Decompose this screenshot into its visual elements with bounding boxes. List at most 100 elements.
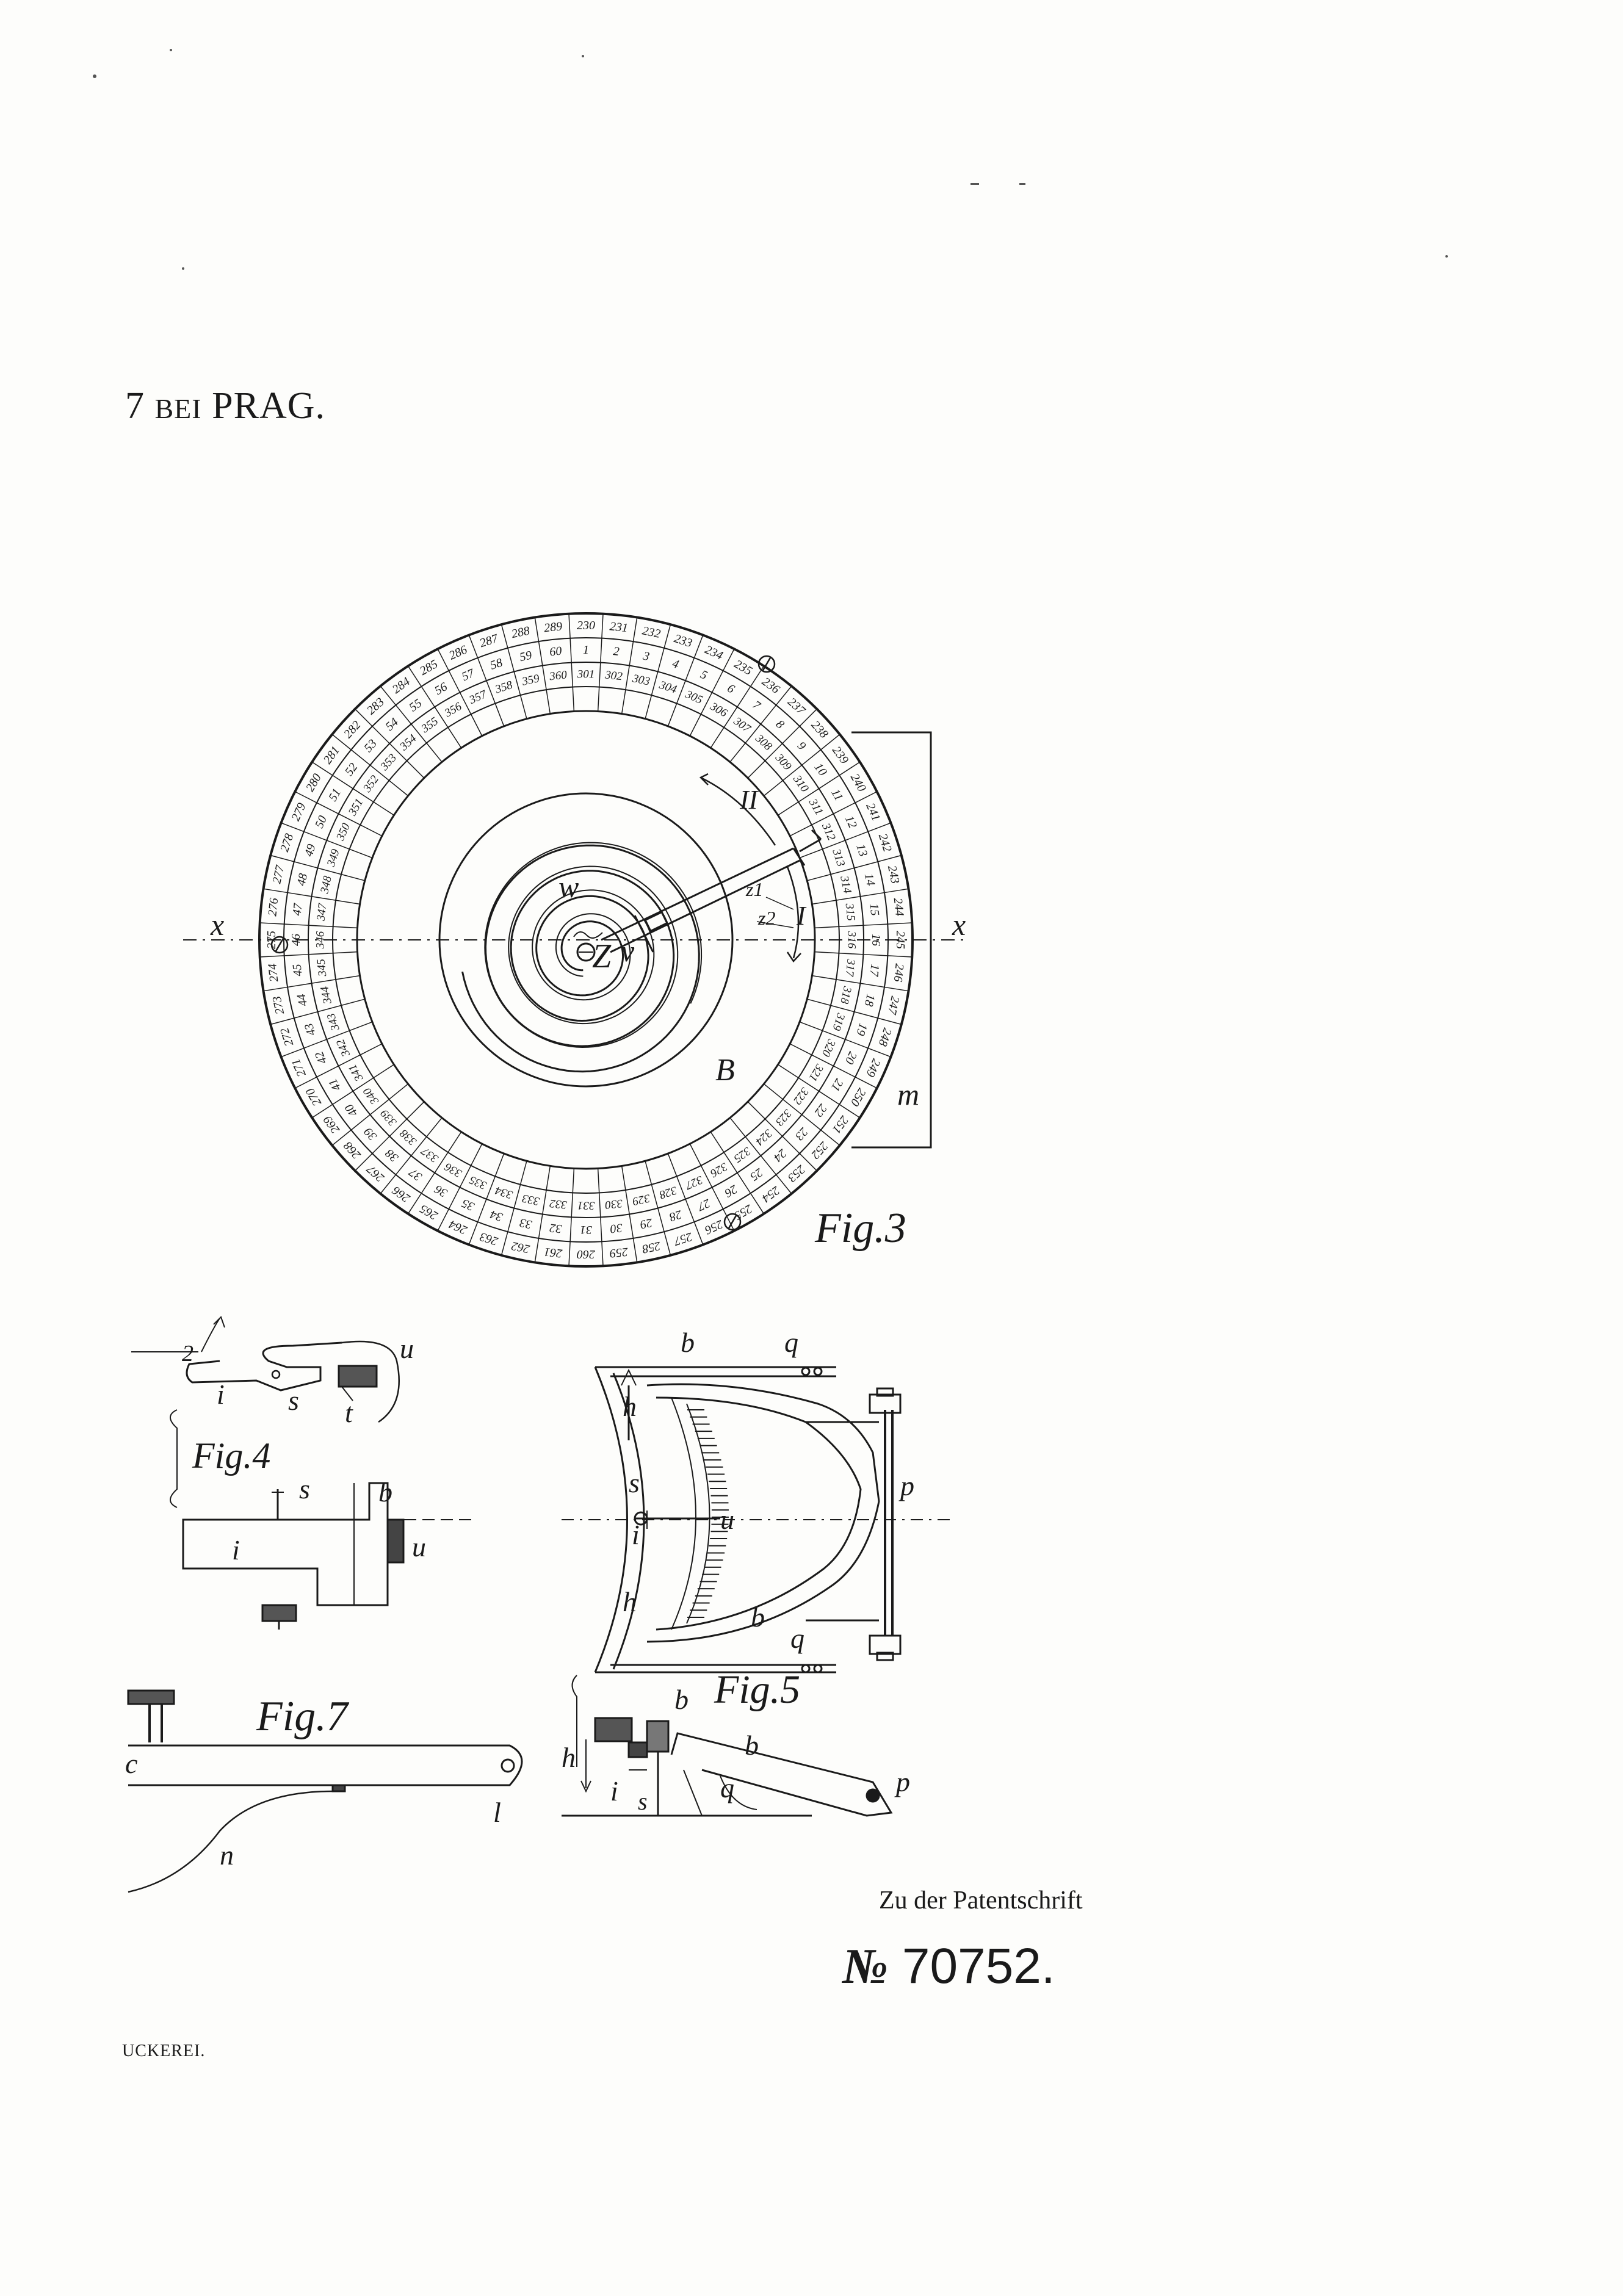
dial-number-inner: 334 (493, 1183, 515, 1201)
dial-outer-rim (258, 612, 914, 1268)
dial-tick (468, 635, 479, 659)
dial-tick (625, 665, 630, 690)
dial-tick (281, 1047, 305, 1058)
dial-number-middle: 32 (549, 1221, 563, 1235)
dial-number-inner: 301 (577, 668, 595, 681)
dial-number-inner: 313 (830, 847, 847, 868)
dial-number-outer: 274 (266, 963, 281, 983)
dial-number-outer: 245 (894, 931, 907, 949)
dial-tick (667, 1153, 678, 1177)
fig3-label-arrow-i: I (796, 901, 807, 931)
dial-tick (807, 998, 831, 1006)
dial-tick (820, 1129, 840, 1146)
dial-tick (546, 1166, 551, 1191)
dial-tick (807, 873, 831, 881)
dial-tick (819, 774, 840, 789)
dial-tick (389, 743, 408, 762)
dial-tick (349, 1021, 373, 1031)
dial-tick (854, 1011, 878, 1019)
dial-tick (459, 1165, 472, 1188)
dial-number-outer: 289 (543, 619, 563, 635)
dial-tick (799, 1021, 823, 1031)
dial-number-middle: 35 (460, 1196, 477, 1214)
dial-tick (311, 761, 333, 776)
dial-number-outer: 246 (891, 963, 906, 983)
figure-7: c l n Fig.7 (125, 1689, 523, 1893)
dial-tick (389, 780, 409, 796)
dial-tick (812, 900, 837, 905)
dial-number-inner: 356 (442, 700, 464, 720)
dial-tick (729, 743, 746, 763)
dial-tick (700, 1165, 713, 1188)
dial-tick (763, 780, 783, 796)
dial-tick (884, 986, 909, 992)
dial-tick (355, 709, 373, 727)
dial-tick (507, 1208, 515, 1232)
dial-tick (855, 1077, 878, 1089)
dial-tick (629, 1214, 634, 1239)
dial-number-middle: 59 (518, 649, 533, 665)
dial-tick (820, 734, 840, 751)
dial-number-middle: 11 (828, 787, 845, 803)
dial-tick (812, 975, 837, 980)
dial-number-middle: 12 (842, 814, 859, 830)
dial-tick (700, 692, 713, 715)
dial-number-outer: 235 (732, 657, 754, 678)
pointer-arm (601, 829, 822, 953)
dial-number-outer: 261 (543, 1245, 563, 1260)
dial-number-inner: 303 (631, 672, 651, 688)
dial-number-middle: 48 (295, 872, 311, 887)
fig4-label-u: u (400, 1333, 414, 1364)
dial-tick (308, 925, 333, 928)
dial-number-inner: 302 (604, 668, 623, 683)
dial-tick (836, 896, 861, 901)
fig3-label-z: Z (592, 937, 612, 975)
dial-number-outer: 251 (830, 1113, 851, 1136)
dial-number-inner: 337 (418, 1144, 441, 1165)
dial-number-outer: 286 (447, 643, 469, 662)
dial-tick (349, 848, 373, 859)
dial-number-inner: 351 (346, 796, 366, 818)
fig7-label-l: l (493, 1797, 501, 1828)
dial-number-inner: 311 (806, 796, 825, 818)
dial-tick (470, 713, 483, 737)
dial-number-middle: 60 (549, 644, 562, 659)
fig3-label-w: w (558, 870, 579, 904)
fig3-label-x-right: x (952, 908, 966, 942)
dial-ring-3 (332, 686, 840, 1194)
dial-tick (863, 954, 888, 956)
dial-tick (710, 727, 725, 748)
dial-number-outer: 263 (478, 1230, 499, 1248)
dial-tick (572, 1168, 575, 1193)
dial-tick (854, 861, 878, 868)
dial-tick (294, 861, 318, 868)
dial-number-inner: 308 (753, 732, 775, 754)
dial-number-inner: 355 (419, 715, 441, 735)
fig5-scale-ticks (687, 1409, 729, 1618)
fig3-label-m: m (897, 1077, 919, 1111)
dial-tick (822, 840, 846, 850)
fig5-bearing-bottom (869, 1634, 902, 1655)
dial-number-middle: 51 (326, 786, 344, 803)
dial-tick (597, 1168, 600, 1193)
dial-tick (373, 801, 394, 816)
dial-number-outer: 236 (759, 675, 782, 696)
dial-number-inner: 306 (707, 700, 729, 720)
dial-number-middle: 36 (432, 1182, 450, 1200)
fig5-side-lever (670, 1732, 893, 1817)
dial-tick (839, 925, 864, 928)
dial-ring-1 (283, 637, 889, 1243)
fig5-label-q-bottom: q (790, 1623, 804, 1654)
dial-number-middle: 58 (488, 656, 504, 673)
dial-number-middle: 49 (302, 842, 319, 858)
patent-reference-caption: Zu der Patentschrift (879, 1886, 1083, 1915)
dial-tick (326, 1030, 350, 1040)
dial-number-outer: 272 (278, 1026, 296, 1047)
dial-tick (263, 888, 288, 893)
dial-number-outer: 256 (703, 1217, 725, 1236)
dial-tick (350, 749, 371, 766)
dial-tick (877, 1017, 902, 1025)
dial-tick (778, 1064, 799, 1078)
dial-number-middle: 50 (313, 814, 330, 830)
number-sign: № (842, 1938, 889, 1994)
